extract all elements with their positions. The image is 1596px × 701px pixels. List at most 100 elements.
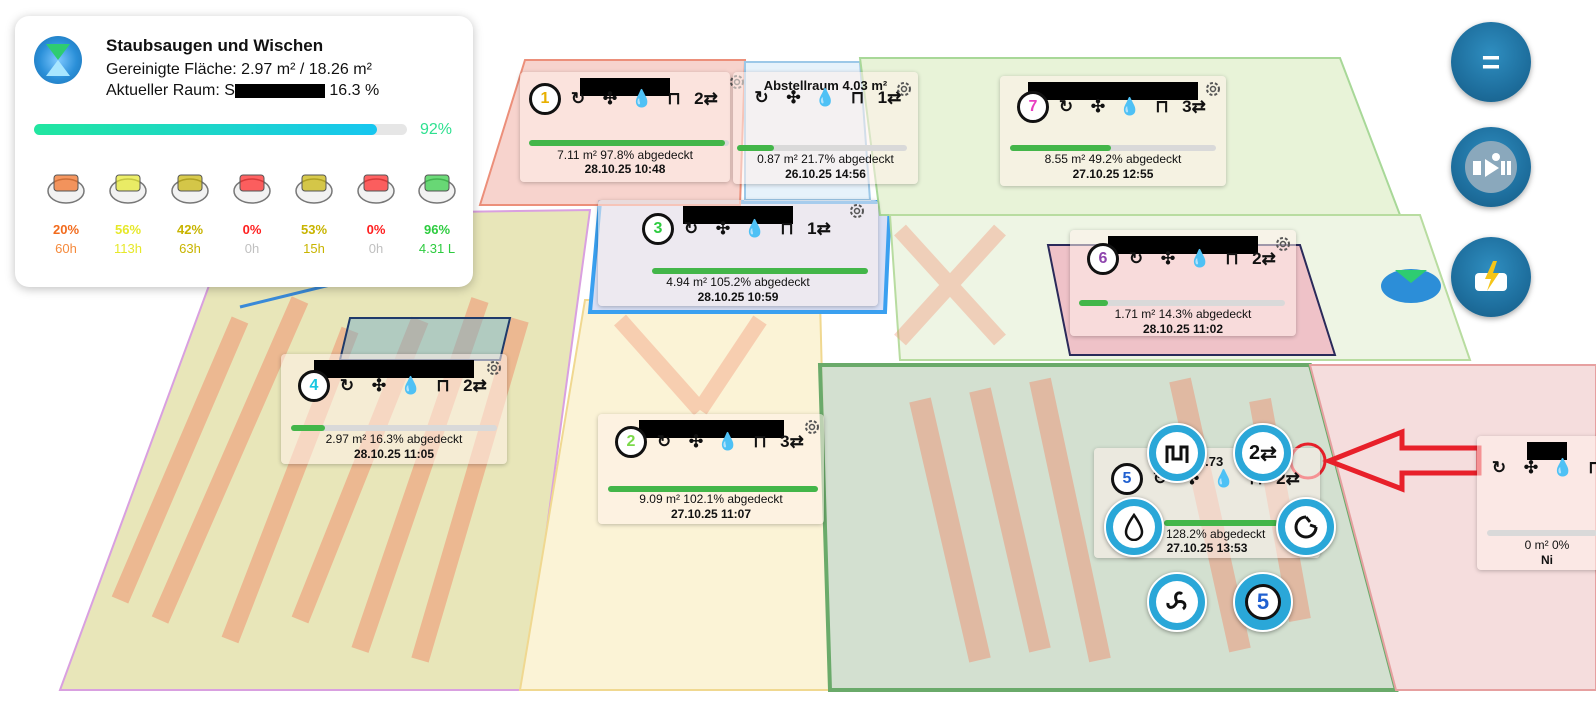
room-settings-icons: 2↻✣💧⊓3⇄ bbox=[598, 426, 824, 458]
room-name bbox=[1477, 442, 1596, 460]
play-pause-icon bbox=[1465, 141, 1517, 193]
menu-button[interactable]: = bbox=[1451, 22, 1531, 102]
room-order-number: 1 bbox=[529, 83, 561, 115]
coverage-bar bbox=[608, 486, 818, 492]
radial-fan-button[interactable] bbox=[1147, 572, 1207, 632]
room-settings-icons: 4↻✣💧⊓2⇄ bbox=[281, 370, 507, 402]
room-last-cleaned: 27.10.25 12:55 bbox=[1072, 167, 1154, 181]
coverage-fill bbox=[1079, 300, 1109, 306]
redacted-room-name bbox=[580, 78, 670, 96]
gear-icon[interactable] bbox=[848, 202, 866, 220]
coverage-bar bbox=[1079, 300, 1285, 306]
route-repeat-icon: 1⇄ bbox=[877, 88, 902, 107]
room-settings-icons: 1↻✣💧⊓2⇄ bbox=[520, 83, 730, 115]
consumable-remaining: 0h bbox=[244, 241, 260, 256]
consumable-4[interactable]: 53%15h bbox=[286, 161, 342, 256]
radial-route-button[interactable]: 2⇄ bbox=[1233, 423, 1293, 483]
route-count: 2 bbox=[694, 89, 704, 108]
water-drop-icon: 💧 bbox=[814, 88, 837, 107]
filter-icon bbox=[106, 161, 150, 209]
consumable-2[interactable]: 42%63h bbox=[162, 161, 218, 256]
redacted-room-name bbox=[314, 360, 474, 378]
room-coverage-text: 2.97 m² 16.3% abgedeckt bbox=[325, 432, 463, 446]
consumable-6[interactable]: 96%4.31 L bbox=[409, 161, 465, 256]
consumable-remaining: 4.31 L bbox=[418, 241, 456, 256]
route-repeat-icon: 3⇄ bbox=[780, 432, 804, 451]
radial-mop-button[interactable] bbox=[1147, 423, 1207, 483]
consumable-1[interactable]: 56%113h bbox=[100, 161, 156, 256]
room-settings-icons: ↻✣💧⊓ bbox=[1477, 453, 1596, 483]
robot-position-icon bbox=[1381, 269, 1441, 303]
water-drop-icon: 💧 bbox=[1213, 469, 1235, 488]
gear-icon[interactable] bbox=[895, 80, 913, 98]
consumable-0[interactable]: 20%60h bbox=[38, 161, 94, 256]
play-pause-button[interactable] bbox=[1451, 127, 1531, 207]
water-drop-icon: 💧 bbox=[400, 376, 422, 395]
dock-button[interactable] bbox=[1451, 237, 1531, 317]
mop-mode-icon: ⊓ bbox=[1225, 249, 1239, 268]
room-settings-icons: 3↻✣💧⊓1⇄ bbox=[598, 213, 878, 245]
consumable-3[interactable]: 0%0h bbox=[224, 161, 280, 256]
gear-icon[interactable] bbox=[485, 359, 503, 377]
radial-water-button[interactable] bbox=[1104, 497, 1164, 557]
coverage-fill bbox=[652, 268, 868, 274]
suction-power-icon: ↻ bbox=[339, 376, 355, 395]
coverage-fill bbox=[529, 140, 725, 146]
room-coverage-text: 9.09 m² 102.1% abgedeckt bbox=[639, 492, 783, 506]
redacted-room-name bbox=[1108, 236, 1258, 254]
water-drop-icon: 💧 bbox=[744, 219, 766, 238]
gear-icon[interactable] bbox=[1274, 235, 1292, 253]
room-coverage-text: 7.11 m² 97.8% abgedeckt bbox=[557, 148, 693, 162]
room-order-number: 7 bbox=[1017, 91, 1049, 123]
room-order-number: 2 bbox=[615, 426, 647, 458]
current-room: Aktueller Raum: S 16.3 % bbox=[106, 82, 379, 100]
cleaned-area: Gereinigte Fläche: 2.97 m² / 18.26 m² bbox=[106, 61, 372, 78]
consumable-percent: 56% bbox=[114, 222, 142, 237]
room-order-number: 5 bbox=[1111, 463, 1143, 495]
route-count: 1 bbox=[807, 219, 817, 238]
mop-mode-icon: ⊓ bbox=[753, 432, 767, 451]
room-last-cleaned: 28.10.25 11:02 bbox=[1142, 322, 1224, 336]
room-last-cleaned: 28.10.25 10:48 bbox=[584, 162, 666, 176]
current-room-label: Aktueller Raum: S bbox=[106, 82, 235, 99]
suction-power-icon: ↻ bbox=[683, 219, 699, 238]
radial-order-button[interactable]: 5 bbox=[1233, 572, 1293, 632]
room-card[interactable]: Abstellraum 4.03 m²↻✣💧⊓1⇄0.87 m² 21.7% a… bbox=[733, 72, 918, 184]
route-count: 3 bbox=[1182, 97, 1192, 116]
room-name bbox=[598, 420, 824, 438]
consumable-remaining: 60h bbox=[55, 241, 77, 256]
suction-power-icon: ↻ bbox=[1491, 458, 1507, 477]
route-repeat-icon: 2⇄ bbox=[1242, 432, 1284, 474]
coverage-fill bbox=[737, 145, 774, 151]
room-name: Abstellraum 4.03 m² bbox=[763, 78, 888, 93]
coverage-bar bbox=[737, 145, 907, 151]
dock-charge-icon bbox=[1475, 261, 1507, 291]
room-name bbox=[281, 360, 507, 378]
suction-power-icon bbox=[1285, 506, 1327, 548]
gear-icon[interactable] bbox=[1204, 80, 1222, 98]
room-order-number: 5 bbox=[1245, 584, 1281, 620]
coverage-fill bbox=[608, 486, 818, 492]
coverage-bar bbox=[529, 140, 729, 146]
radial-suction-button[interactable] bbox=[1276, 497, 1336, 557]
room-coverage-text: 1.71 m² 14.3% abgedeckt bbox=[1114, 307, 1252, 321]
consumable-5[interactable]: 0%0h bbox=[348, 161, 404, 256]
gear-icon[interactable] bbox=[803, 418, 821, 436]
route-count: 1 bbox=[877, 88, 888, 107]
room-settings-icons: 7↻✣💧⊓3⇄ bbox=[1000, 91, 1226, 123]
fan-speed-icon bbox=[1156, 581, 1198, 623]
mop-mode-icon: ⊓ bbox=[780, 219, 794, 238]
main-brush-icon bbox=[44, 161, 88, 209]
room-order-number: 6 bbox=[1087, 243, 1119, 275]
route-count: 2 bbox=[1276, 469, 1286, 488]
water-drop-icon: 💧 bbox=[717, 432, 739, 451]
coverage-fill bbox=[291, 425, 325, 431]
route-count: 2 bbox=[1249, 441, 1261, 464]
room-card[interactable]: ↻✣💧⊓0 m² 0%Ni bbox=[1477, 436, 1596, 570]
